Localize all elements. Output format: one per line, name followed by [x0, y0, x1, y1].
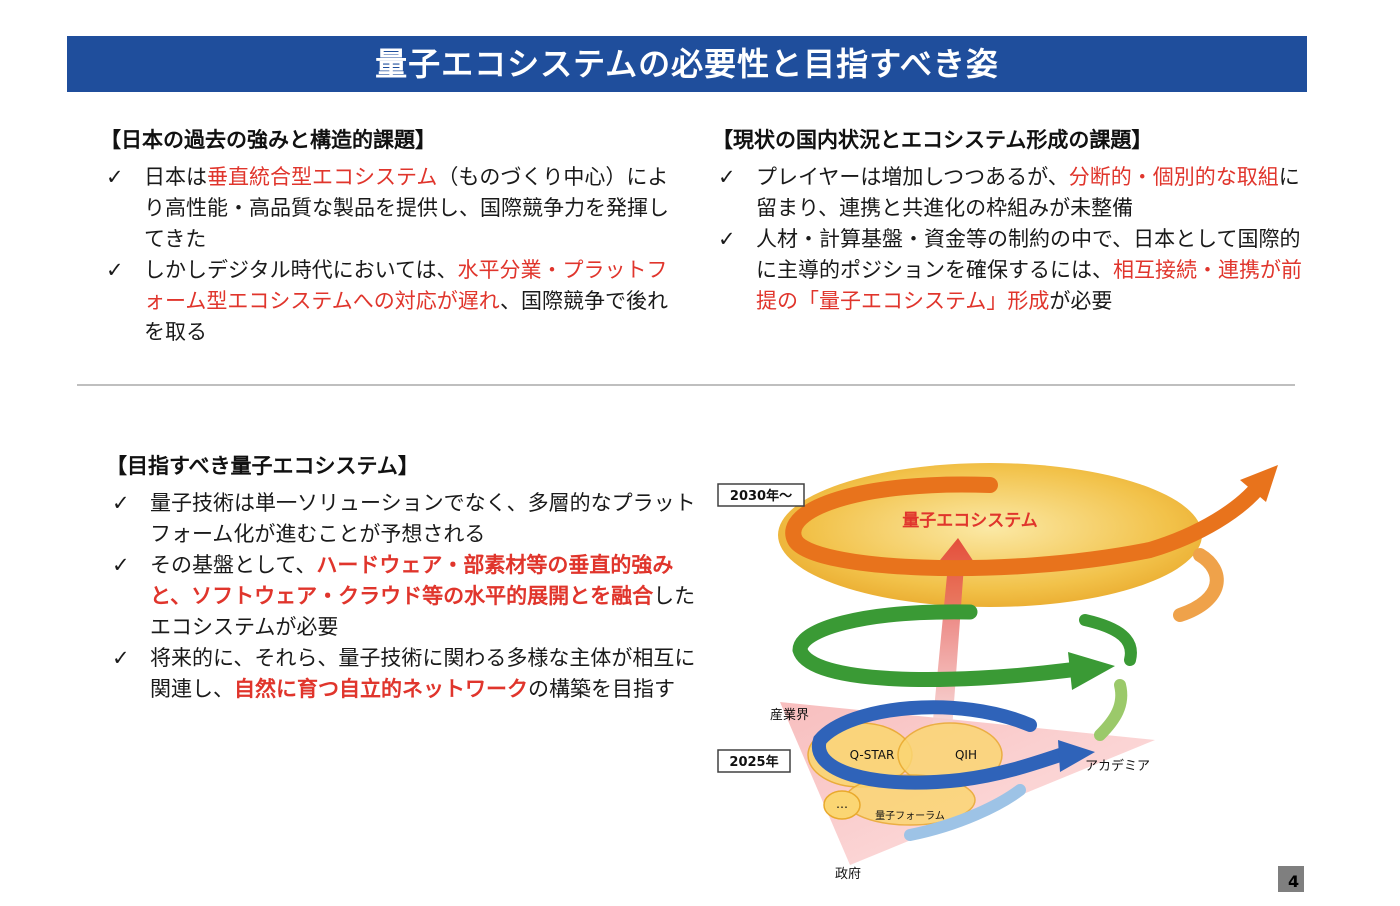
check-icon: ✓ — [112, 491, 130, 515]
blue-spiral — [812, 700, 1067, 790]
section-divider — [77, 384, 1295, 386]
ecosystem-diagram: 2030年～ 2025年 量子エコシステム 産業界 アカデミア 政府 Q-STA… — [717, 463, 1278, 882]
section-heading-current: 【現状の国内状況とエコシステム形成の課題】 — [712, 128, 1153, 152]
blue-tail — [904, 784, 1026, 841]
list-item: ✓ プレイヤーは増加しつつあるが、分断的・個別的な取組に留まり、連携と共進化の枠… — [712, 162, 1302, 224]
current-list: ✓ プレイヤーは増加しつつあるが、分断的・個別的な取組に留まり、連携と共進化の枠… — [712, 162, 1302, 317]
orange-arrow-head — [1240, 465, 1278, 502]
government-label: 政府 — [835, 867, 861, 882]
list-item: ✓ その基盤として、ハードウェア・部素材等の垂直的強みと、ソフトウェア・クラウド… — [106, 550, 696, 643]
section-heading-target: 【目指すべき量子エコシステム】 — [106, 454, 419, 478]
academia-label: アカデミア — [1085, 758, 1150, 774]
past-list: ✓ 日本は垂直統合型エコシステム（ものづくり中心）により高性能・高品質な製品を提… — [100, 162, 675, 348]
page-number: 4 — [1278, 866, 1304, 892]
page-title: 量子エコシステムの必要性と目指すべき姿 — [375, 45, 999, 83]
section-heading-past: 【日本の過去の強みと構造的課題】 — [100, 128, 436, 152]
check-icon: ✓ — [106, 165, 124, 189]
check-icon: ✓ — [106, 258, 124, 282]
industry-label: 産業界 — [770, 707, 809, 723]
title-bar: 量子エコシステムの必要性と目指すべき姿 — [67, 36, 1307, 92]
green-arrow-head — [1068, 652, 1115, 690]
other-circle — [823, 790, 861, 820]
blue-arrow-head — [1058, 740, 1095, 772]
check-icon: ✓ — [718, 165, 736, 189]
year-2030-label: 2030年～ — [730, 488, 792, 504]
list-item: ✓ 人材・計算基盤・資金等の制約の中で、日本として国際的に主導的ポジションを確保… — [712, 224, 1302, 317]
qih-label: QIH — [955, 748, 977, 762]
list-item: ✓ 量子技術は単一ソリューションでなく、多層的なプラットフォーム化が進むことが予… — [106, 488, 696, 550]
year-2030-box — [717, 483, 805, 507]
dots-label: … — [836, 797, 848, 811]
green-connector — [1079, 614, 1137, 666]
check-icon: ✓ — [112, 646, 130, 670]
orange-tail — [1173, 548, 1224, 622]
orange-spiral — [785, 476, 1268, 577]
target-list: ✓ 量子技術は単一ソリューションでなく、多層的なプラットフォーム化が進むことが予… — [106, 488, 696, 705]
green-tail — [1094, 679, 1128, 741]
check-icon: ✓ — [112, 553, 130, 577]
ecosystem-label: 量子エコシステム — [902, 510, 1038, 531]
list-item: ✓ 将来的に、それら、量子技術に関わる多様な主体が相互に関連し、自然に育つ自立的… — [106, 643, 696, 705]
check-icon: ✓ — [718, 227, 736, 251]
qstar-label: Q-STAR — [850, 748, 895, 762]
forum-label: 量子フォーラム — [875, 810, 945, 822]
list-item: ✓ 日本は垂直統合型エコシステム（ものづくり中心）により高性能・高品質な製品を提… — [100, 162, 675, 255]
green-spiral — [792, 604, 1078, 688]
year-2025-box — [717, 749, 791, 773]
year-2025-label: 2025年 — [729, 754, 778, 770]
list-item: ✓ しかしデジタル時代においては、水平分業・プラットフォーム型エコシステムへの対… — [100, 255, 675, 348]
